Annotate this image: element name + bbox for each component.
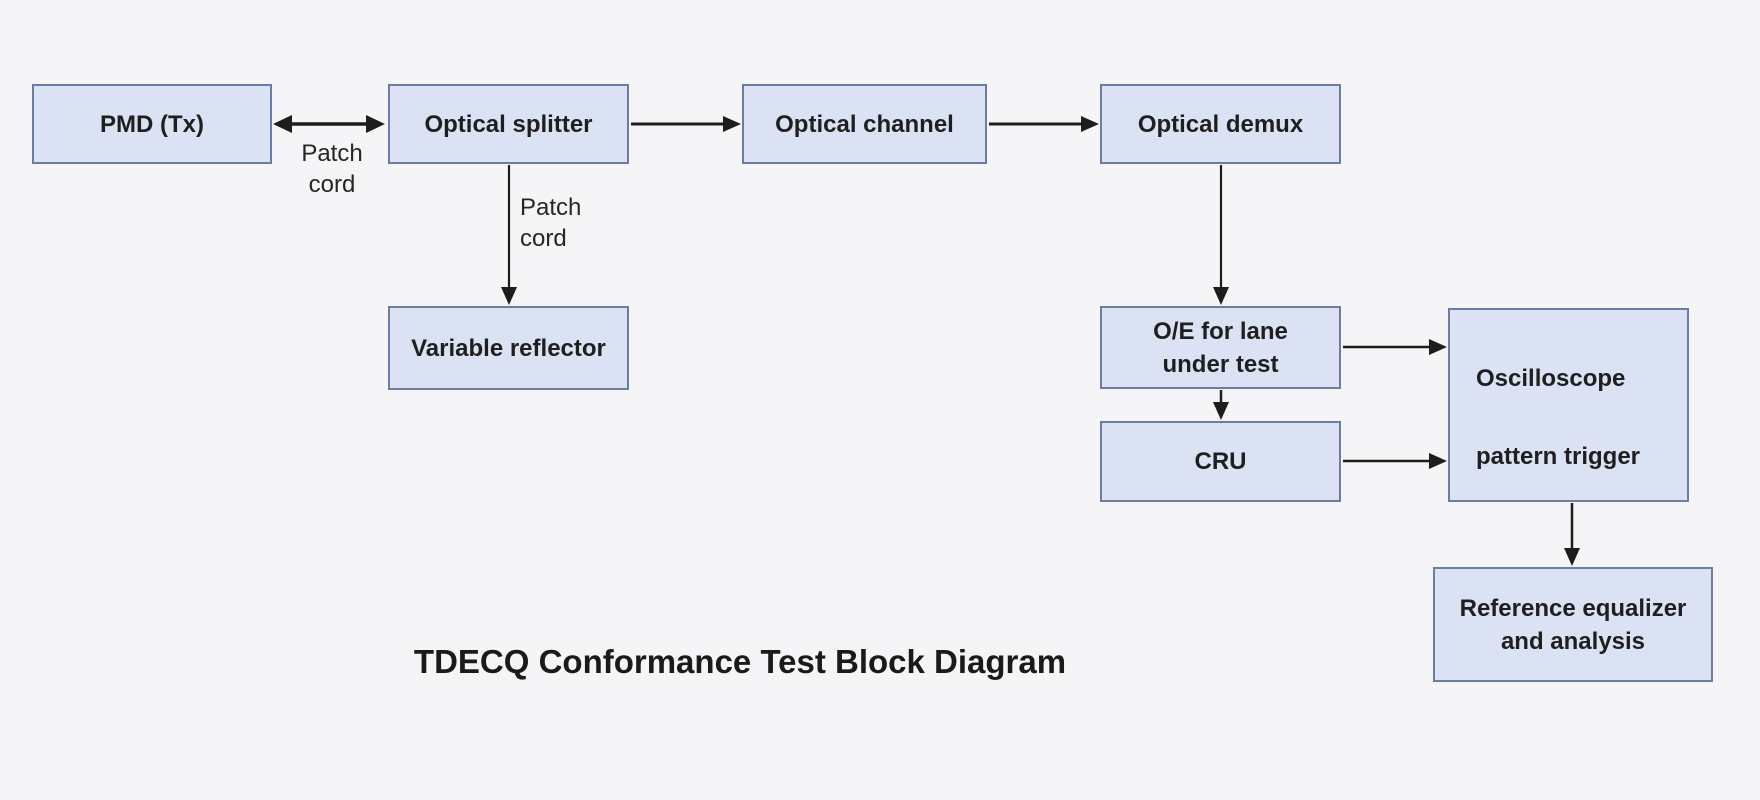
arrow-oscilloscope-ref — [1564, 503, 1580, 566]
block-variable-reflector: Variable reflector — [388, 306, 629, 390]
arrow-cru-oscilloscope — [1343, 453, 1447, 469]
arrow-splitter-channel — [631, 116, 741, 132]
arrow-oe-oscilloscope — [1343, 339, 1447, 355]
block-optical-demux: Optical demux — [1100, 84, 1341, 164]
patch-cord-label-1-line1: Patch — [301, 140, 363, 167]
block-oscilloscope-pattern-trigger: Oscilloscope pattern trigger — [1448, 308, 1689, 502]
block-cru-label: CRU — [1194, 448, 1247, 475]
patch-cord-label-1-line2: cord — [308, 171, 356, 198]
block-optical-splitter-label: Optical splitter — [424, 110, 593, 138]
block-cru: CRU — [1100, 421, 1341, 502]
block-pmd-tx-label: PMD (Tx) — [100, 110, 204, 138]
arrow-demux-oe — [1213, 165, 1229, 305]
block-optical-splitter: Optical splitter — [388, 84, 629, 164]
block-optical-channel: Optical channel — [742, 84, 987, 164]
block-oe-label-line1: O/E for lane — [1153, 317, 1288, 345]
block-reference-equalizer-analysis: Reference equalizer and analysis — [1433, 567, 1713, 682]
block-variable-reflector-label: Variable reflector — [411, 334, 606, 362]
block-oe-label-line2: under test — [1162, 350, 1279, 378]
patch-cord-label-2-line1: Patch — [520, 194, 582, 221]
block-pattern-trigger-label: pattern trigger — [1476, 443, 1641, 470]
block-pmd-tx: PMD (Tx) — [32, 84, 272, 164]
patch-cord-label-1: Patch cord — [272, 138, 392, 200]
arrow-pmd-splitter-bidirectional — [273, 115, 385, 133]
block-optical-demux-label: Optical demux — [1137, 110, 1304, 138]
block-reference-equalizer-label-line1: Reference equalizer — [1459, 594, 1687, 622]
block-oscilloscope-label: Oscilloscope — [1476, 365, 1626, 392]
arrow-channel-demux — [989, 116, 1099, 132]
arrow-splitter-reflector — [501, 165, 517, 305]
arrow-oe-cru — [1213, 390, 1229, 420]
block-oe-lane-under-test: O/E for lane under test — [1100, 306, 1341, 389]
patch-cord-label-2: Patch cord — [520, 192, 581, 254]
patch-cord-label-2-line2: cord — [520, 225, 567, 252]
block-reference-equalizer-label-line2: and analysis — [1500, 627, 1646, 655]
diagram-title: TDECQ Conformance Test Block Diagram — [413, 643, 1067, 680]
block-optical-channel-label: Optical channel — [775, 110, 954, 138]
